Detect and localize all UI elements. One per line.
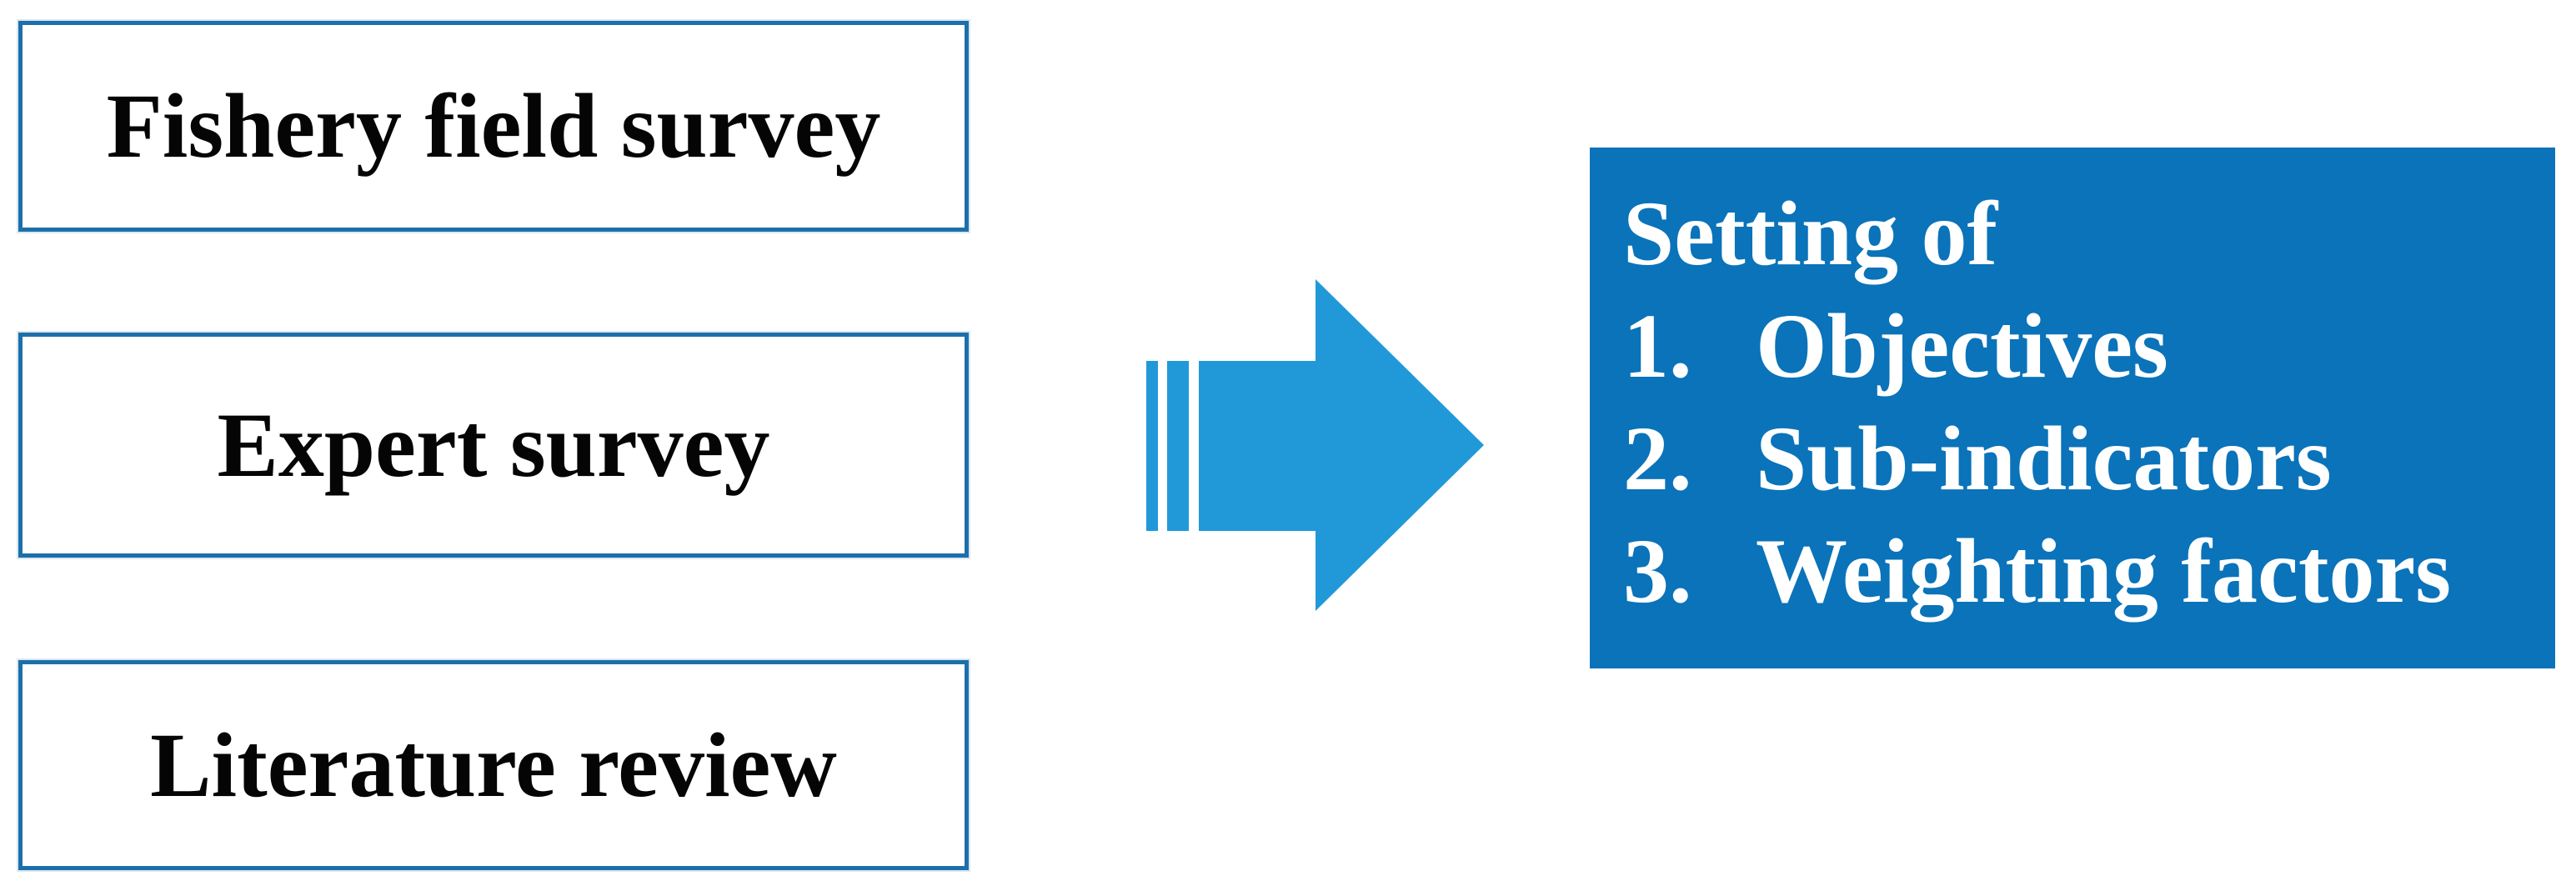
item-number: 2.	[1623, 408, 1692, 509]
item-label: Weighting factors	[1756, 520, 2452, 622]
source-box-label: Literature review	[150, 713, 837, 816]
result-panel-item-weighting-factors: 3. Weighting factors	[1623, 515, 2542, 628]
source-box-literature-review: Literature review	[18, 660, 969, 870]
result-panel-heading: Setting of	[1623, 183, 1998, 284]
result-panel-item-sub-indicators: 2. Sub-indicators	[1623, 403, 2542, 515]
result-panel-item-objectives: 1. Objectives	[1623, 290, 2542, 403]
item-number: 3.	[1623, 520, 1692, 622]
source-box-label: Expert survey	[217, 393, 770, 496]
item-label: Objectives	[1756, 295, 2168, 397]
striped-right-arrow-icon	[1146, 279, 1484, 611]
item-label: Sub-indicators	[1756, 408, 2332, 509]
item-number: 1.	[1623, 295, 1692, 397]
source-box-expert-survey: Expert survey	[18, 333, 969, 558]
result-panel: Setting of 1. Objectives 2. Sub-indicato…	[1590, 148, 2555, 668]
source-box-fishery-field-survey: Fishery field survey	[18, 21, 969, 232]
source-box-label: Fishery field survey	[106, 75, 881, 177]
